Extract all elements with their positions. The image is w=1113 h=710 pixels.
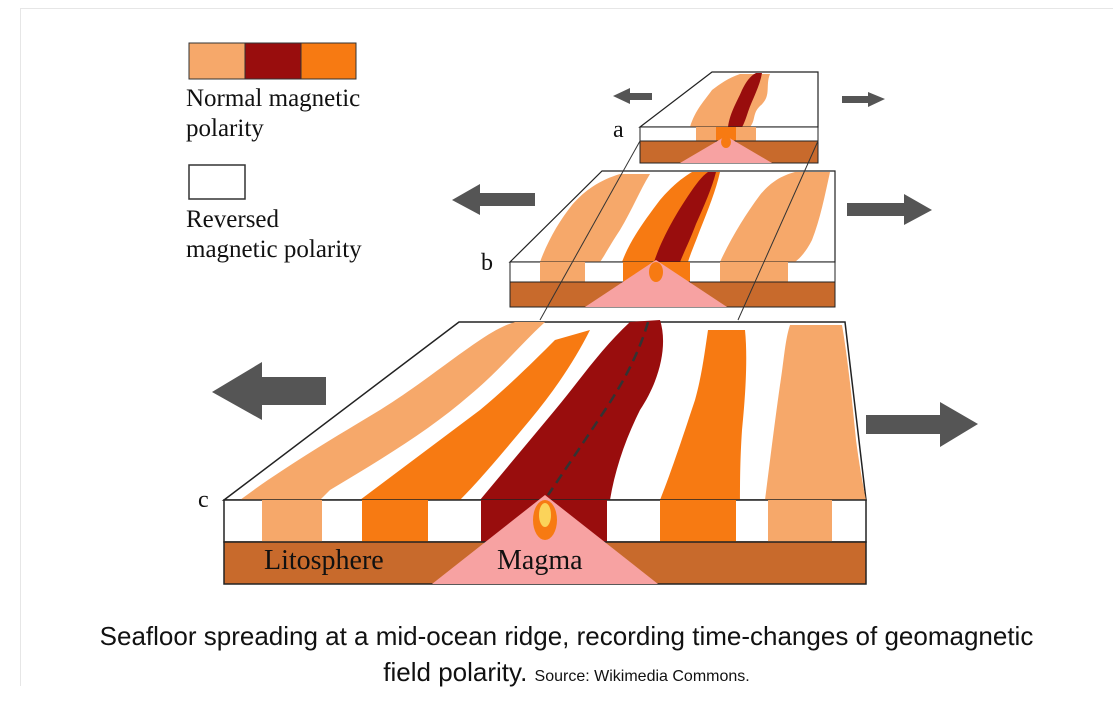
legend-normal-line1: Normal magnetic (186, 85, 361, 112)
arrow-right-c-icon (866, 402, 978, 447)
legend-reversed-line2: magnetic polarity (186, 236, 362, 263)
projection-line (539, 140, 641, 321)
stage-label-c: c (198, 487, 209, 513)
lithosphere-label: Litosphere (264, 545, 384, 576)
stage-c-block (221, 320, 867, 585)
legend-reversed-swatch (188, 164, 246, 200)
frame-left-border (20, 8, 21, 686)
stage-a-block (638, 71, 819, 164)
legend-normal-line2: polarity (186, 115, 264, 142)
arrow-right-b-icon (847, 194, 932, 225)
legend-normal-swatch (188, 42, 357, 80)
arrow-left-c-icon (212, 362, 326, 420)
legend-normal-label: Normal magnetic polarity (186, 84, 360, 144)
frame-top-border (20, 8, 1113, 9)
stage-b-block (508, 170, 836, 308)
arrow-left-b-icon (452, 184, 535, 215)
legend-reversed-label: Reversed magnetic polarity (186, 205, 362, 265)
arrow-left-a-icon (613, 88, 652, 104)
caption-line1: Seafloor spreading at a mid-ocean ridge,… (99, 621, 1034, 651)
projection-line (737, 140, 819, 321)
caption-line2: field polarity. Source: Wikimedia Common… (20, 654, 1113, 695)
arrow-right-a-icon (842, 92, 885, 107)
legend-reversed-line1: Reversed (186, 206, 280, 233)
figure-caption: Seafloor spreading at a mid-ocean ridge,… (20, 618, 1113, 695)
stage-label-a: a (613, 117, 624, 143)
seafloor-spreading-diagram (188, 42, 978, 585)
stage-label-b: b (481, 250, 493, 276)
caption-source: Source: Wikimedia Commons. (534, 668, 750, 685)
caption-line2-text: field polarity. (383, 657, 528, 687)
magma-label: Magma (497, 545, 583, 576)
